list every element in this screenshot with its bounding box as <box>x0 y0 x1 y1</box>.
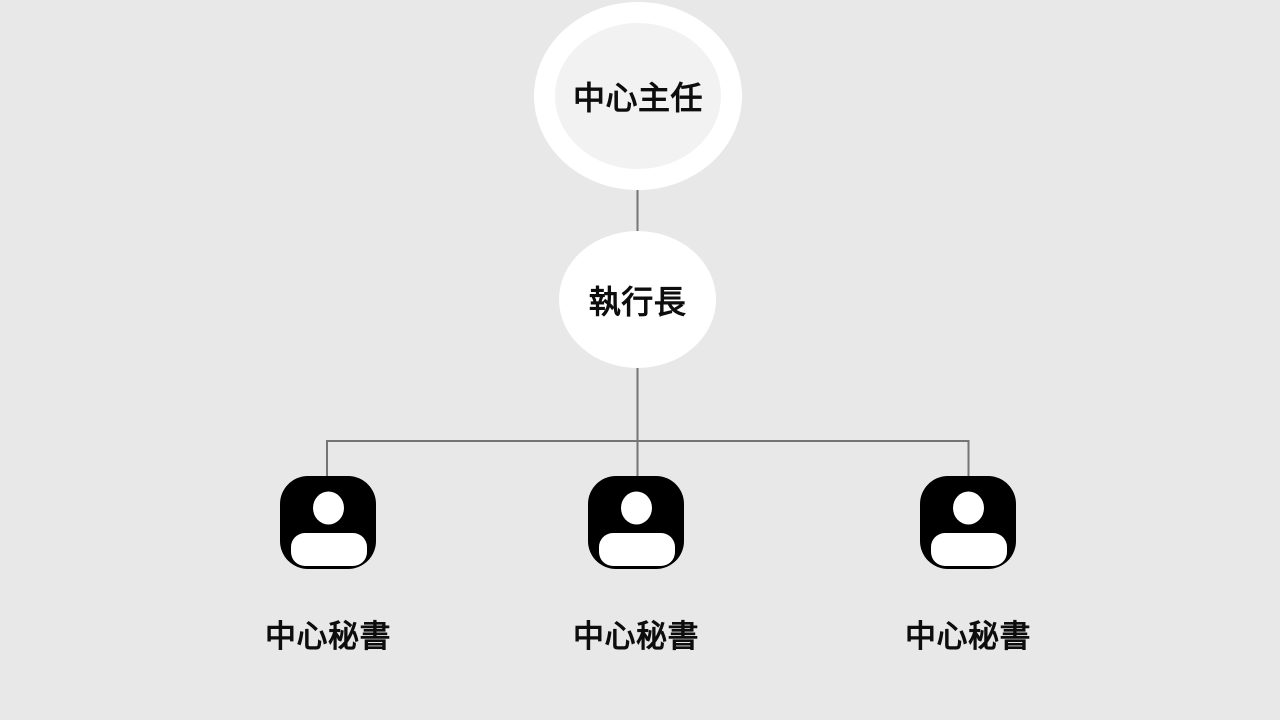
org-node-secretary-3: 中心秘書 <box>868 476 1068 656</box>
executive-label: 執行長 <box>588 283 687 320</box>
secretary-label: 中心秘書 <box>905 619 1031 654</box>
org-node-executive: 執行長 <box>559 231 716 368</box>
org-node-secretary-2: 中心秘書 <box>536 476 736 656</box>
center-director-label: 中心主任 <box>572 80 703 116</box>
person-icon <box>588 476 684 569</box>
org-node-secretary-1: 中心秘書 <box>228 476 428 656</box>
person-icon <box>280 476 376 569</box>
org-node-center-director: 中心主任 <box>534 2 742 190</box>
person-icon <box>920 476 1016 569</box>
secretary-label: 中心秘書 <box>573 619 699 654</box>
secretary-label: 中心秘書 <box>265 619 391 654</box>
connector-branch <box>326 440 970 477</box>
